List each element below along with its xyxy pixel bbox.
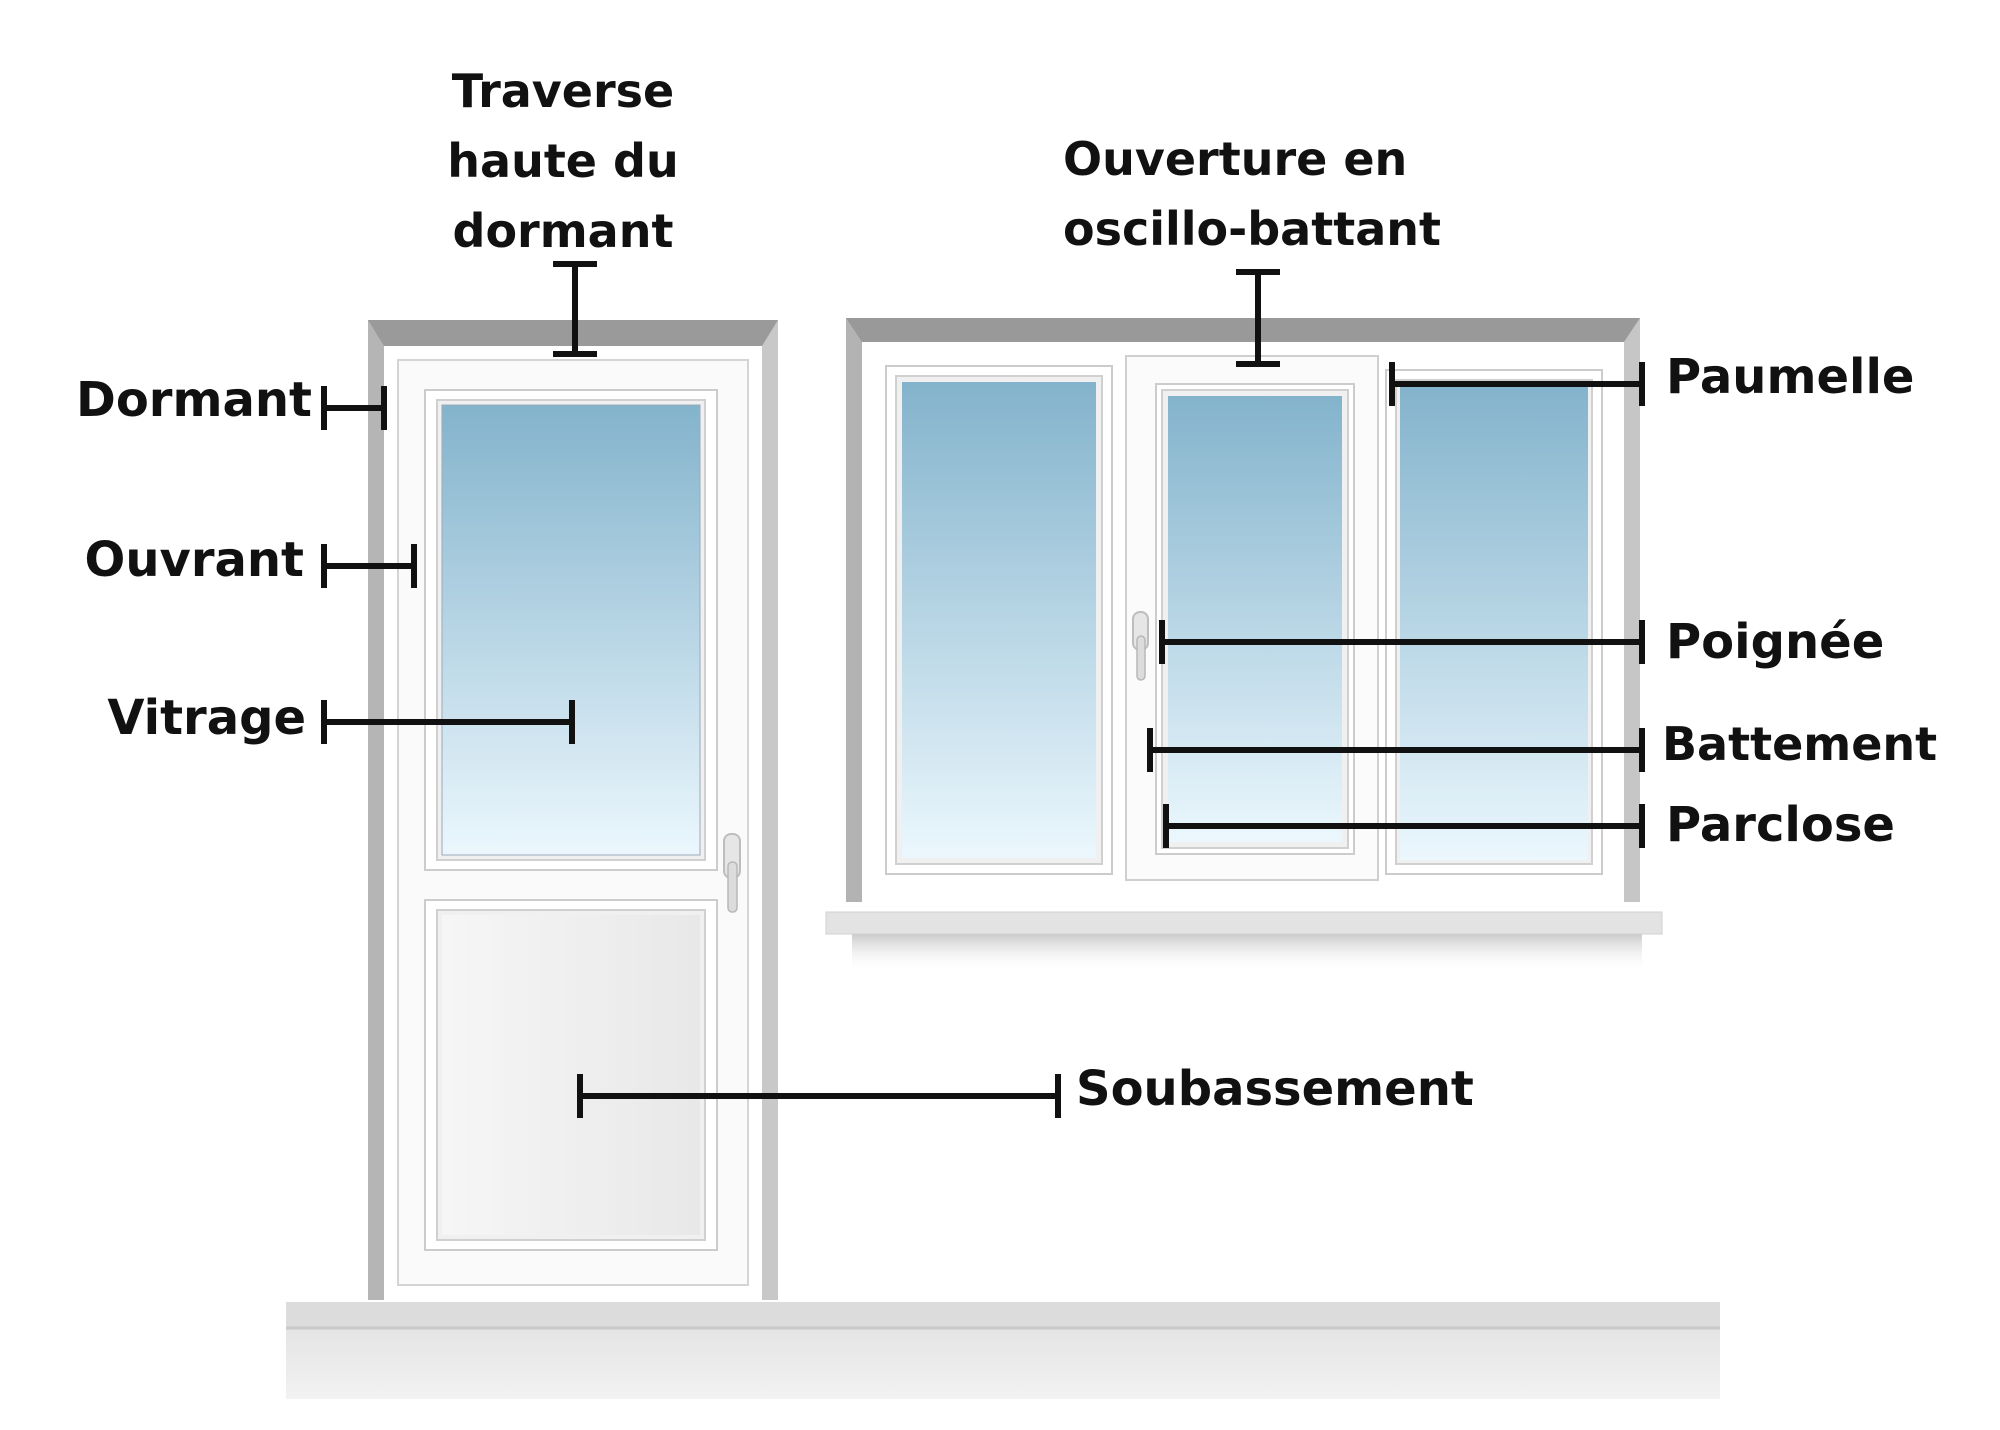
door: [368, 320, 778, 1300]
window: [825, 318, 1663, 973]
label-poignee: Poignée: [1666, 614, 1884, 670]
label-vitrage: Vitrage: [107, 690, 306, 746]
dormant-leader: [321, 386, 387, 430]
label-ouverture-line-1: Ouverture en: [1063, 132, 1407, 186]
door-vitrage: [441, 404, 701, 856]
ouvrant-leader: [321, 544, 417, 588]
window-sill: [825, 911, 1663, 935]
vitrage-leader: [321, 700, 575, 744]
traverse-leader: [553, 261, 597, 357]
label-soubassement: Soubassement: [1076, 1061, 1474, 1117]
window-left-glass: [902, 382, 1096, 858]
floor-base: [286, 1302, 1720, 1399]
label-traverse-line-3: dormant: [453, 204, 674, 258]
labels: Traverse haute du dormant Ouverture en o…: [76, 64, 1937, 1117]
label-traverse-line-1: Traverse: [452, 64, 675, 118]
leader-lines: [321, 261, 1645, 1118]
label-ouvrant: Ouvrant: [85, 532, 304, 588]
label-battement: Battement: [1662, 717, 1937, 771]
window-right-glass: [1400, 384, 1588, 860]
label-ouverture-line-2: oscillo-battant: [1063, 202, 1441, 256]
parclose-leader: [1163, 804, 1645, 848]
ouverture-leader: [1236, 269, 1280, 367]
label-traverse-line-2: haute du: [447, 134, 678, 188]
poignee-leader: [1159, 620, 1645, 664]
label-paumelle: Paumelle: [1666, 349, 1914, 405]
window-handle: [1132, 611, 1149, 681]
label-parclose: Parclose: [1666, 797, 1895, 853]
window-middle-glass: [1168, 396, 1342, 842]
door-handle: [723, 833, 741, 913]
label-dormant: Dormant: [76, 372, 312, 428]
door-soubassement: [442, 915, 700, 1235]
soubassement-leader: [577, 1074, 1061, 1118]
battement-leader: [1147, 728, 1645, 772]
paumelle-leader: [1389, 362, 1645, 406]
